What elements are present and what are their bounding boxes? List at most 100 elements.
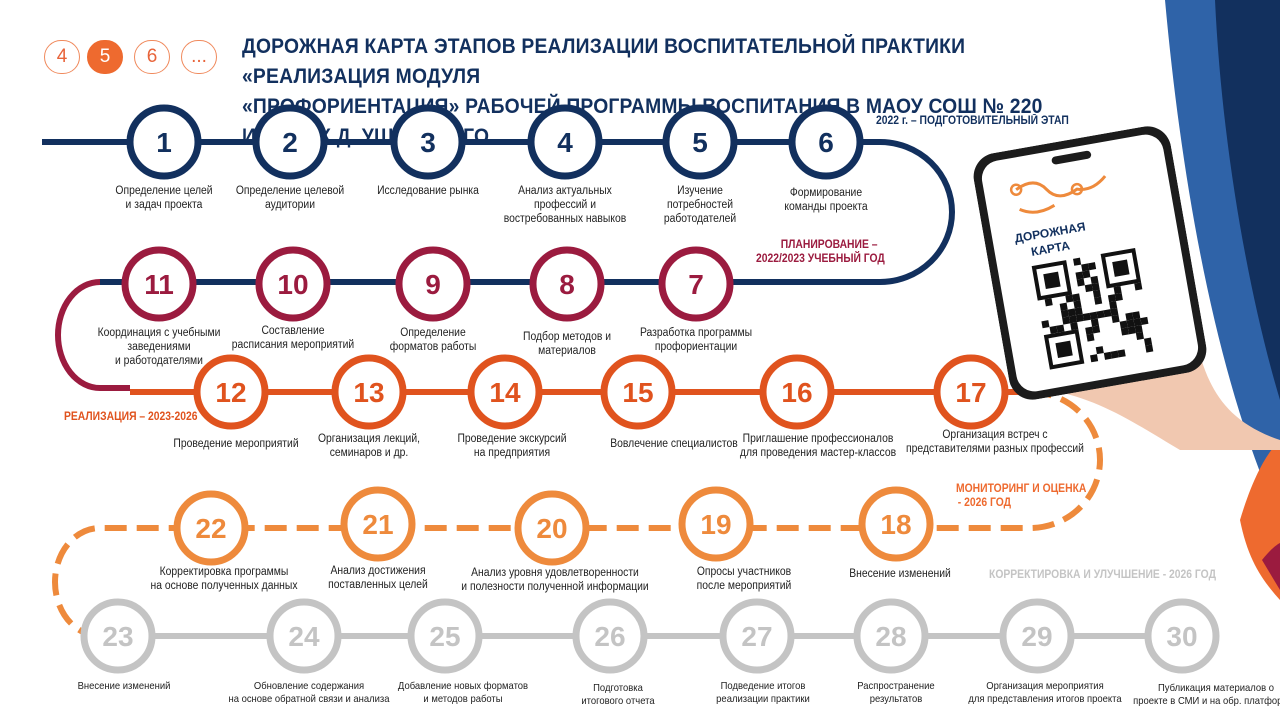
step-number-18: 18: [880, 509, 911, 540]
step-label-line: Вовлечение специалистов: [610, 438, 738, 450]
qr-module: [1074, 307, 1083, 316]
step-label-3: Исследование рынка: [377, 184, 479, 198]
page-nav-more[interactable]: ...: [181, 40, 217, 74]
qr-module: [1044, 298, 1053, 307]
step-number-22: 22: [195, 513, 226, 544]
step-label-line: Публикация материалов о: [1157, 682, 1275, 694]
deco-navy-shape: [1205, 0, 1280, 420]
stage-monitoring-line2: - 2026 ГОД: [957, 497, 1012, 509]
step-circle-25: [407, 598, 483, 674]
step-circle-14: [467, 354, 543, 430]
step-number-12: 12: [215, 377, 246, 408]
qr-module: [1060, 309, 1069, 318]
step-number-20: 20: [536, 513, 567, 544]
stage-prep: 2022 г. – ПОДГОТОВИТЕЛЬНЫЙ ЭТАП: [876, 115, 1069, 127]
qr-module: [1081, 263, 1090, 272]
step-label-line: Определение: [400, 327, 466, 339]
qr-module: [1114, 292, 1123, 302]
qr-module: [1110, 350, 1119, 359]
step-label-line: Проведение экскурсий: [457, 433, 567, 445]
step-label-line: и методов работы: [423, 693, 503, 705]
step-label-line: Формирование: [789, 187, 863, 199]
step-label-line: Разработка программы: [639, 327, 753, 339]
step-circle-29: [999, 598, 1075, 674]
qr-module: [1041, 320, 1050, 329]
step-label-line: результатов: [869, 693, 923, 705]
qr-module: [1085, 326, 1094, 335]
step-label-line: Опросы участников: [696, 566, 792, 578]
step-label-line: на предприятия: [473, 447, 551, 459]
step-number-23: 23: [102, 621, 133, 652]
qr-module: [1107, 294, 1117, 303]
qr-module: [1090, 275, 1099, 285]
qr-module: [1082, 270, 1091, 279]
step-label-line: Распространение: [857, 680, 935, 692]
step-number-14: 14: [489, 377, 521, 408]
step-label-line: и полезности полученной информации: [461, 581, 649, 593]
qr-module: [1135, 331, 1144, 340]
step-label-line: Внесение изменений: [849, 568, 951, 580]
qr-module: [1134, 282, 1143, 291]
step-number-30: 30: [1166, 621, 1197, 652]
roadmap-icon: [1015, 175, 1107, 214]
qr-finder-center: [1043, 271, 1061, 290]
step-label-line: работодателей: [663, 213, 737, 225]
qr-module: [1068, 315, 1078, 324]
step-circle-1: [126, 104, 202, 180]
qr-module: [1089, 311, 1098, 320]
page-title-line1: ДОРОЖНАЯ КАРТА ЭТАПОВ РЕАЛИЗАЦИИ ВОСПИТА…: [242, 35, 966, 88]
page-nav-4[interactable]: 4: [44, 40, 80, 74]
step-number-4: 4: [557, 127, 573, 158]
qr-module: [1132, 311, 1141, 320]
step-circle-28: [853, 598, 929, 674]
step-label-line: на основе обратной связи и анализа: [228, 693, 390, 705]
step-circle-16: [759, 354, 835, 430]
qr-module: [1120, 327, 1129, 336]
step-number-13: 13: [353, 377, 384, 408]
step-label-line: Проведение мероприятий: [173, 438, 299, 450]
qr-module: [1110, 307, 1119, 317]
step-label-line: Анализ уровня удовлетворенности: [471, 567, 639, 579]
step-label-line: Определение целевой: [235, 185, 345, 197]
qr-module: [1067, 308, 1076, 317]
step-number-11: 11: [144, 269, 174, 300]
step-label-line: и задач проекта: [125, 199, 203, 211]
qr-module: [1113, 286, 1122, 295]
qr-finder-center: [1112, 259, 1130, 277]
step-label-15: Вовлечение специалистов: [610, 437, 738, 451]
qr-finder: [1043, 329, 1085, 370]
qr-module: [1092, 289, 1102, 298]
step-circle-12: [193, 354, 269, 430]
step-circle-22: [173, 490, 249, 566]
connector-line-planning: [42, 139, 955, 285]
step-label-line: представителями разных профессий: [906, 443, 1084, 455]
qr-module: [1109, 301, 1118, 310]
step-label-line: востребованных навыков: [503, 213, 627, 225]
page-nav-6[interactable]: 6: [134, 40, 170, 74]
step-number-19: 19: [700, 509, 731, 540]
qr-module: [1075, 271, 1084, 280]
step-circle-23: [80, 598, 156, 674]
step-circle-2: [252, 104, 328, 180]
qr-module: [1095, 346, 1104, 355]
step-label-line: Определение целей: [115, 185, 213, 197]
qr-module: [1091, 282, 1100, 291]
page-nav-5-active[interactable]: 5: [87, 40, 123, 74]
step-circle-20: [514, 490, 590, 566]
step-label-23: Внесение изменений: [78, 680, 171, 693]
step-label-line: заведениями: [127, 341, 191, 353]
step-label-line: расписания мероприятий: [231, 339, 355, 351]
step-number-25: 25: [429, 621, 460, 652]
